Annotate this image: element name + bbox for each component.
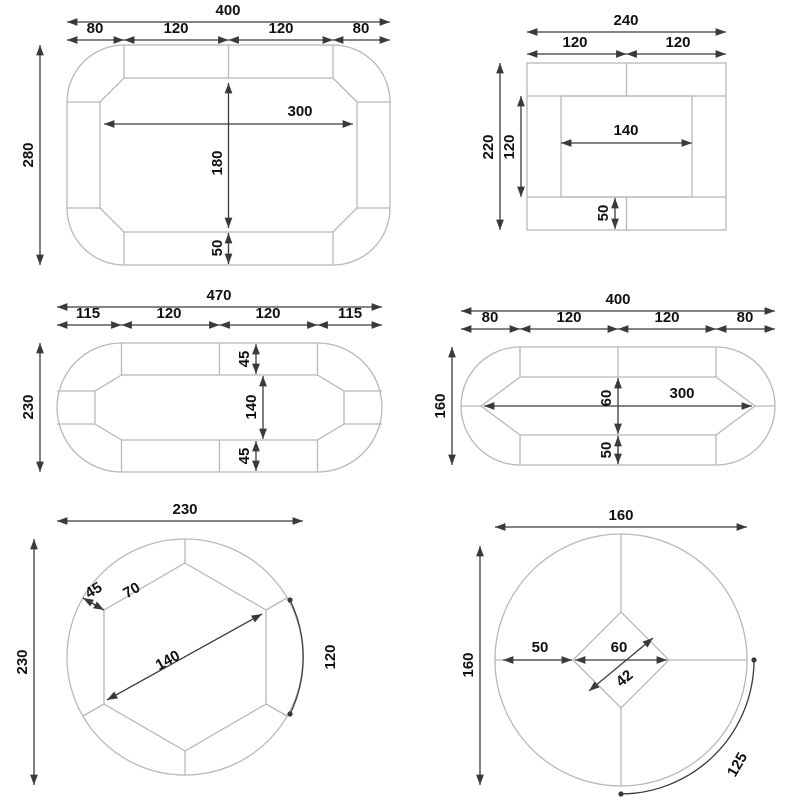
fig3-dim-seg-d: 115	[338, 305, 362, 322]
fig6-dim-arc-length: 125	[724, 750, 751, 780]
fig2-seat-dividers	[527, 63, 726, 230]
fig3-dim-seg-c: 120	[255, 305, 280, 322]
fig1-dim-inner-width: 300	[287, 103, 312, 120]
fig3-dim-seg-b: 120	[156, 305, 181, 322]
fig1-dim-seg-b: 120	[163, 20, 188, 37]
fig3-dim-inner-height: 140	[243, 394, 260, 419]
fig2-dim-inner-width: 140	[613, 122, 638, 139]
fig4-dim-seg-b: 120	[556, 309, 581, 326]
fig6-dim-overall-height: 160	[460, 652, 477, 677]
fig4-dim-seg-c: 120	[654, 309, 679, 326]
fig2-dim-overall-width: 240	[613, 12, 638, 29]
fig1-dim-overall-width: 400	[215, 2, 240, 19]
fig2-dim-seg-b: 120	[665, 34, 690, 51]
fig4-dim-seg-a: 80	[482, 309, 499, 326]
fig5-dim-seat-depth: 45	[82, 579, 105, 602]
fig2-dim-seat-depth: 50	[595, 205, 612, 222]
fig5-dim-across: 140	[153, 647, 183, 674]
figure-stadium-oval-layout: 470 115 120 120 115 230 45 140 45	[20, 287, 383, 473]
fig6-dim-offset: 50	[532, 639, 549, 656]
fig5-dim-arc	[287, 597, 304, 717]
fig3-dim-overall-width: 470	[206, 287, 231, 304]
fig1-dim-overall-height: 280	[20, 142, 37, 167]
fig2-dim-overall-height: 220	[480, 134, 497, 159]
fig1-dim-seg-a: 80	[87, 20, 104, 37]
fig1-dim-inner-height: 180	[209, 150, 226, 175]
fig3-dim-overall-height: 230	[20, 394, 37, 419]
fig3-seat-dividers	[57, 343, 382, 472]
fig6-dim-overall-width: 160	[608, 507, 633, 524]
fig5-dim-overall-height: 230	[14, 649, 31, 674]
fig4-dim-overall-width: 400	[605, 291, 630, 308]
fig6-dim-arc	[618, 657, 757, 797]
fig4-dim-inner-width: 300	[669, 385, 694, 402]
fig5-dim-overall-width: 230	[172, 501, 197, 518]
figure-round-diamond-layout: 160 160 50 60 42 125	[460, 507, 757, 797]
fig1-dim-seg-c: 120	[268, 20, 293, 37]
fig5-dim-across-line	[106, 613, 263, 701]
fig2-dim-inner-height: 120	[501, 134, 518, 159]
fig2-inner-rect	[560, 95, 693, 198]
fig3-dim-seg-a: 115	[76, 305, 100, 322]
fig1-dim-seat-depth: 50	[209, 240, 226, 257]
figure-round-hexagon-layout: 230 230 45 70 140 120	[14, 501, 339, 785]
fig4-dim-inner-height: 60	[598, 390, 615, 407]
fig2-dim-seg-a: 120	[562, 34, 587, 51]
fig3-inner-octagon	[94, 374, 345, 441]
fig5-dim-seat-depth-line	[82, 597, 105, 611]
fig4-dim-seg-d: 80	[737, 309, 754, 326]
fig4-dim-seat-depth: 50	[598, 442, 615, 459]
fig1-dim-seg-d: 80	[353, 20, 370, 37]
fig6-dim-side: 42	[613, 667, 637, 691]
fig3-dim-seat-top: 45	[236, 351, 253, 368]
figure-rounded-rectangle-layout: 400 80 120 120 80 280 300 180 50	[20, 2, 391, 266]
figure-rectangle-layout: 240 120 120 220 120 140 50	[480, 12, 727, 231]
fig4-dim-overall-height: 160	[432, 393, 449, 418]
fig6-dim-across: 60	[611, 639, 628, 656]
fig5-dim-arc-length: 120	[322, 644, 339, 669]
figure-stadium-pointed-layout: 400 80 120 120 80 160 300 60 50	[432, 291, 776, 466]
fig3-dim-seat-bottom: 45	[236, 448, 253, 465]
fig5-dim-hex-side: 70	[120, 579, 143, 602]
